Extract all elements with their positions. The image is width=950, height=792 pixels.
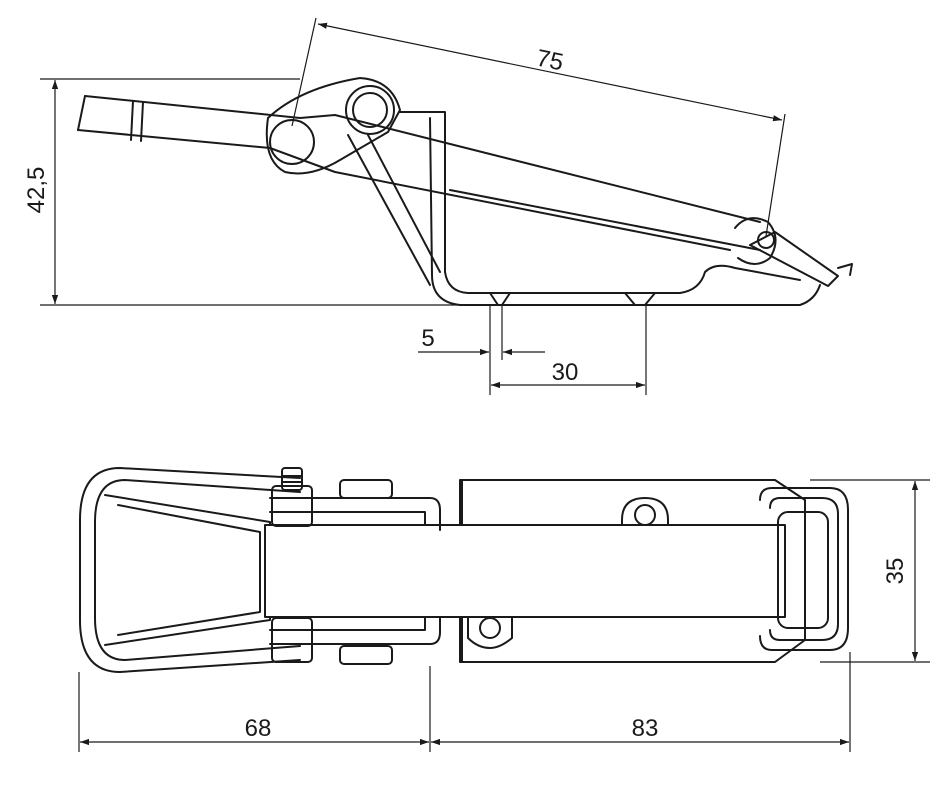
top-lever — [264, 524, 786, 618]
base-plate — [399, 111, 821, 306]
wire-bail — [79, 467, 301, 673]
dim-hole-spacing: 30 — [552, 359, 579, 386]
top-view — [79, 467, 849, 673]
dim-top-width: 35 — [882, 558, 909, 585]
dim-top-length-right: 83 — [632, 715, 659, 742]
side-view — [77, 77, 853, 306]
dim-top-length-left: 68 — [245, 715, 272, 742]
dim-hole-offset: 5 — [421, 325, 434, 352]
hinge-brackets — [269, 467, 441, 665]
top-hook — [759, 487, 849, 651]
dim-side-length: 75 — [534, 45, 566, 77]
hook-loop — [734, 217, 853, 287]
lever-handle — [77, 95, 761, 251]
side-dimensions — [40, 17, 786, 395]
dim-side-height: 42,5 — [23, 167, 50, 214]
spring-link — [347, 134, 441, 286]
top-dimensions — [78, 479, 930, 752]
